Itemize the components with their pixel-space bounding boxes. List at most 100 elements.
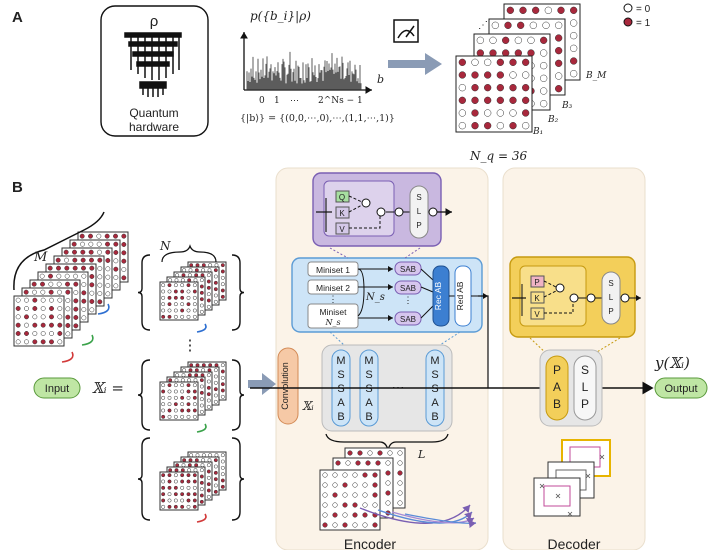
pab-slp-l: L xyxy=(609,293,614,302)
pab-slp-s: S xyxy=(608,279,613,288)
miniset-group xyxy=(137,254,245,333)
dot-legend: = 0 = 1 xyxy=(623,3,651,29)
snapshot-grid xyxy=(455,55,533,133)
pab-b: B xyxy=(553,397,561,411)
mssab-letter: S xyxy=(431,369,438,381)
output-pill xyxy=(654,377,708,399)
latent-representation xyxy=(319,447,406,531)
pab-detail-box: P K V S L P xyxy=(509,256,641,338)
xi-equals: 𝕏ᵢ = xyxy=(92,379,124,397)
basis-set-label: {|b⟩} = {(0,0,⋯,0),⋯,(1,1,⋯,1)} xyxy=(240,113,395,124)
group-bracket xyxy=(61,351,74,363)
ns-label: N_s xyxy=(365,292,385,303)
input-pill xyxy=(33,377,81,399)
quantum-hardware-box: ρ Quantum hardware xyxy=(100,5,209,137)
mssab-letter: S xyxy=(337,369,344,381)
convolution-block xyxy=(277,347,299,425)
miniset-2: Miniset 2 xyxy=(316,283,350,293)
input-label: Input xyxy=(45,383,69,395)
pab-block xyxy=(545,355,569,421)
panel-a-label: A xyxy=(12,9,23,26)
miniset-grid xyxy=(159,381,199,421)
miniset-grid xyxy=(159,471,199,511)
tick-zero: 0 xyxy=(259,96,265,106)
sab-1: SAB xyxy=(400,265,416,274)
y-output-label: y(𝕏ᵢ) xyxy=(654,354,690,372)
sab-detail-box: Q K V S L P xyxy=(312,172,452,247)
slp-p: P xyxy=(581,397,589,411)
miniset-ns-sub: N_s xyxy=(324,318,340,327)
miniset-groups xyxy=(137,244,245,523)
sab-slp-l: L xyxy=(417,207,422,216)
mssab-letter: B xyxy=(365,411,372,423)
prob-label: p({b_i}|ρ) xyxy=(250,9,311,23)
mssab-letter: A xyxy=(337,397,345,409)
miniset-group xyxy=(137,437,245,523)
dataset-grid xyxy=(13,295,65,347)
convolution-label: Convolution xyxy=(280,362,290,410)
mssab-letter: B xyxy=(337,411,344,423)
snapshot-stack: ⋰ xyxy=(455,3,581,133)
slp-l: L xyxy=(582,380,589,394)
group-bracket xyxy=(196,323,207,333)
mssab-letter: S xyxy=(365,369,372,381)
histogram-bars xyxy=(246,51,362,90)
group-bracket xyxy=(196,513,207,523)
sab-slp-s: S xyxy=(416,193,421,202)
b-axis-label: b xyxy=(377,73,384,86)
sab-2: SAB xyxy=(400,284,416,293)
hardware-line2: hardware xyxy=(129,120,179,134)
pab-slp-p: P xyxy=(608,307,613,316)
pab-a: A xyxy=(553,380,561,394)
mssab-letter: M xyxy=(430,355,439,367)
rho-symbol: ρ xyxy=(150,13,159,30)
slp-s: S xyxy=(581,363,589,377)
n-label: N xyxy=(159,239,171,253)
miniset-dots: ⋮ xyxy=(329,294,338,304)
xi-small: 𝕏ᵢ xyxy=(302,399,314,413)
snap-label-bm: B_M xyxy=(585,71,607,81)
output-label: Output xyxy=(664,383,697,395)
rec-ab: Rec AB xyxy=(433,282,443,311)
pab-v-box: V xyxy=(534,310,540,319)
mssab-letter: B xyxy=(431,411,438,423)
v-box: V xyxy=(339,225,345,234)
probability-histogram: p({b_i}|ρ) b 0 1 ⋯ 2^Ns − 1 {|b⟩} = {(0,… xyxy=(240,9,395,124)
m-label: M xyxy=(33,250,48,265)
mssab-letter: A xyxy=(365,397,373,409)
n-brace xyxy=(161,244,217,263)
p-box: P xyxy=(534,278,539,287)
sab-3: SAB xyxy=(400,315,416,324)
mssab-letter: S xyxy=(365,383,372,395)
panel-b-label: B xyxy=(12,179,23,196)
mssab-letter: A xyxy=(431,397,439,409)
measurement-arrow xyxy=(388,53,442,75)
encoder-label: Encoder xyxy=(344,536,396,550)
nq-label: N_q = 36 xyxy=(469,149,528,163)
snap-label-b3: B₃ xyxy=(561,101,573,111)
hardware-line1: Quantum xyxy=(129,106,178,120)
tick-dots: ⋯ xyxy=(290,96,299,106)
group-bracket xyxy=(97,303,110,315)
input-to-encoder-arrow xyxy=(248,373,276,395)
mssab-letter: S xyxy=(337,383,344,395)
decoder-graph-icons xyxy=(533,439,611,517)
q-box: Q xyxy=(339,193,345,202)
latent-grid xyxy=(319,469,381,531)
latent-arcs xyxy=(359,504,477,529)
miniset-grid xyxy=(159,281,199,321)
miniset-ns: Miniset xyxy=(320,307,348,317)
sab-slp-p: P xyxy=(416,221,421,230)
sab-dots: ⋮ xyxy=(404,295,413,305)
miniset-block: Miniset 1 Miniset 2 ⋮ Miniset N_s N_s SA… xyxy=(291,257,488,333)
stack-ellipsis: ⋰ xyxy=(478,20,488,31)
group-bracket xyxy=(196,423,207,433)
group-bracket xyxy=(81,334,94,346)
legend-zero: = 0 xyxy=(636,4,651,15)
snap-label-b1: B₁ xyxy=(532,127,543,137)
miniset-1: Miniset 1 xyxy=(316,265,350,275)
m-brace xyxy=(13,211,105,291)
dataset-stack xyxy=(13,231,129,363)
snap-label-b2: B₂ xyxy=(547,115,559,125)
